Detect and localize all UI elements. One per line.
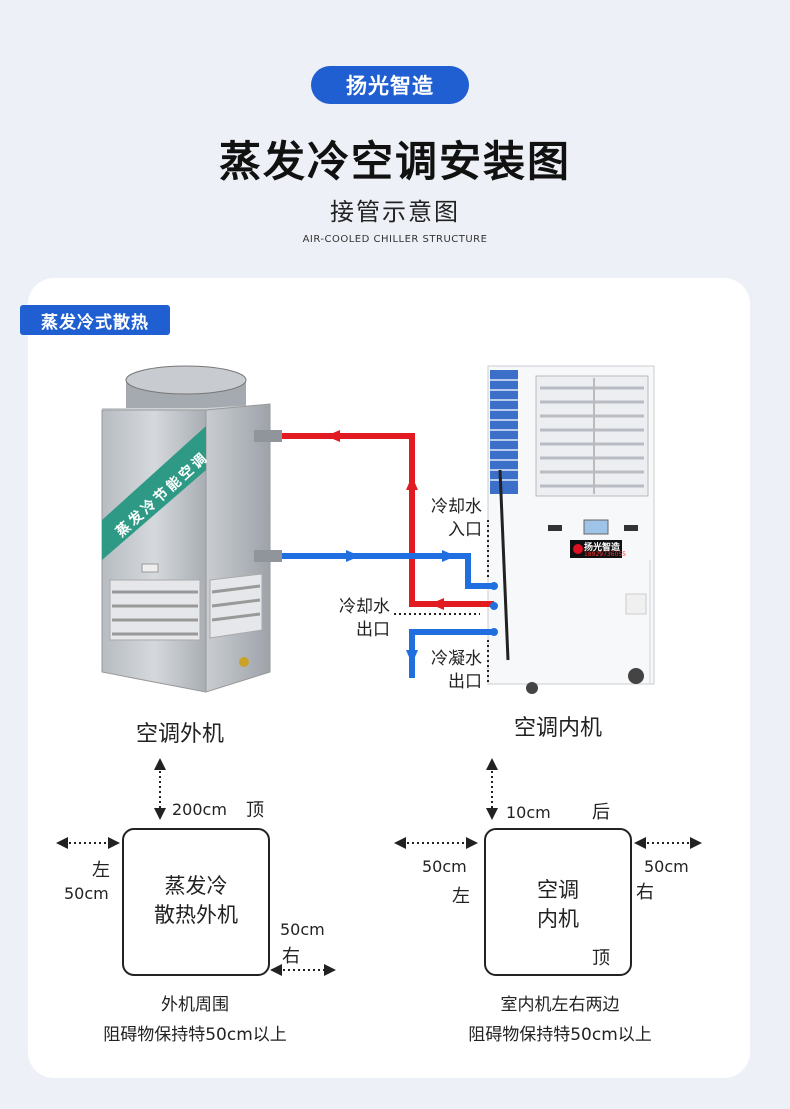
outdoor-box-line1: 蒸发冷 [164, 874, 228, 898]
indoor-phone-text: 18929736055 [584, 551, 626, 558]
page-subtitle: 接管示意图 [330, 198, 460, 226]
drain-valve [239, 657, 249, 667]
outdoor-pipe-top [254, 430, 282, 442]
caster-left [526, 682, 538, 694]
indoor-top-louver [535, 375, 649, 497]
cold-pipe-arrow-2 [442, 550, 456, 562]
cold-pipe-arrow-1 [346, 550, 360, 562]
outdoor-left-label: 左 [92, 860, 110, 881]
hot-pipe-arrow-up [406, 476, 418, 490]
outdoor-right-value: 50cm [280, 920, 325, 939]
outdoor-pipe-mid [254, 550, 282, 562]
indoor-brand-text: 扬光智造 [584, 543, 621, 553]
indoor-note: 室内机左右两边 阻碍物保持特50cm以上 [468, 995, 652, 1045]
leader-lines [394, 520, 489, 682]
outdoor-unit-caption: 空调外机 [136, 722, 225, 747]
outdoor-note: 外机周围 阻碍物保持特50cm以上 [103, 995, 287, 1045]
outdoor-top-label: 顶 [246, 800, 264, 821]
hot-water-pipe [282, 433, 494, 607]
indoor-top-value: 10cm [506, 803, 551, 822]
outdoor-right-label: 右 [282, 946, 300, 967]
indoor-box-line2: 内机 [537, 907, 579, 931]
louver-side [209, 573, 263, 639]
outdoor-left-value: 50cm [64, 884, 109, 903]
hot-pipe-arrow-left [326, 430, 340, 442]
indoor-back-label: 后 [592, 802, 610, 823]
indoor-side-grille [490, 370, 518, 494]
outdoor-unit-box: 蒸发冷 散热外机 [122, 828, 270, 976]
label-cooling-water-outlet: 冷却水 出口 [328, 596, 390, 642]
indoor-right-value: 50cm [644, 857, 689, 876]
outdoor-top-value: 200cm [172, 800, 227, 819]
indoor-top-label: 顶 [592, 948, 610, 969]
brand-badge [570, 540, 622, 558]
louver-front [109, 579, 201, 641]
outdoor-clearance-arrows [64, 766, 328, 971]
outdoor-box-line2: 散热外机 [154, 903, 238, 927]
page-title: 蒸发冷空调安装图 [218, 137, 571, 186]
indoor-right-label: 右 [636, 882, 654, 903]
caster-right [628, 668, 644, 684]
cold-water-pipe [282, 553, 494, 589]
indoor-unit-image [487, 365, 655, 694]
label-cooling-water-inlet: 冷却水 入口 [420, 496, 482, 542]
indoor-unit-caption: 空调内机 [514, 716, 603, 741]
indoor-clearance-arrows [402, 766, 694, 844]
indoor-left-value: 50cm [422, 857, 467, 876]
indoor-unit-box: 空调 内机 [484, 828, 632, 976]
green-band [102, 426, 206, 560]
control-panel-display [583, 519, 609, 535]
label-condensate-outlet: 冷凝水 出口 [420, 648, 482, 694]
indoor-left-label: 左 [452, 886, 470, 907]
indoor-box-line1: 空调 [537, 878, 579, 902]
condensate-arrow-down [406, 650, 418, 664]
english-subtitle: AIR-COOLED CHILLER STRUCTURE [302, 234, 488, 245]
outdoor-unit-image [101, 365, 282, 693]
hot-pipe-arrow-left-2 [430, 598, 444, 610]
section-tag: 蒸发冷式散热 [20, 305, 170, 335]
brand-pill: 扬光智造 [311, 66, 469, 104]
